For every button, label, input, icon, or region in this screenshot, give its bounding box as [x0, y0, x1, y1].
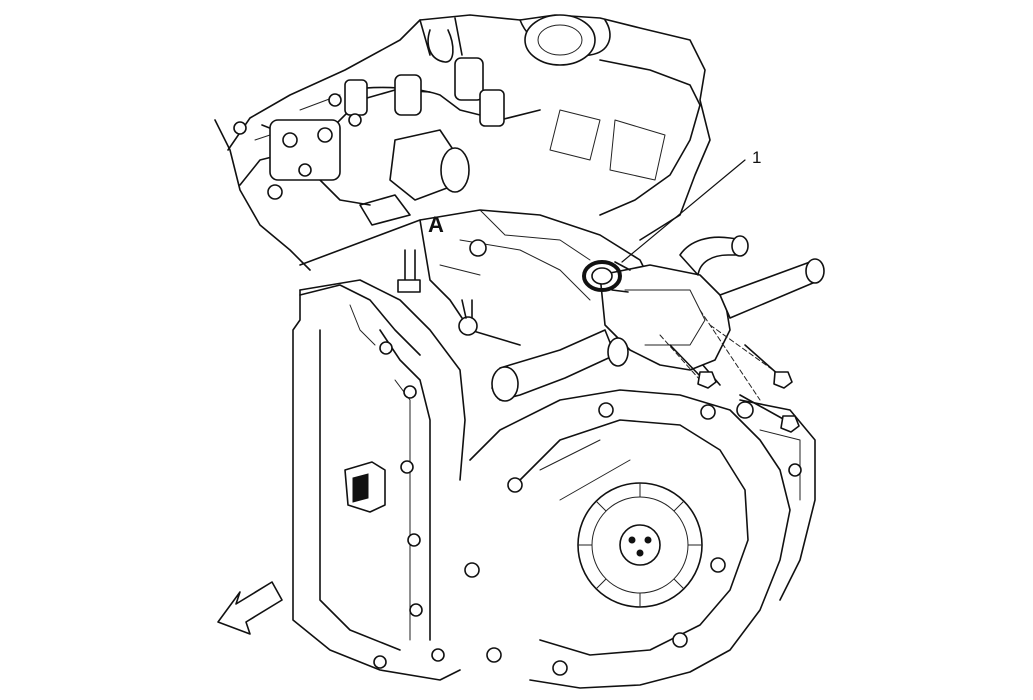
- front-cover: [299, 209, 721, 386]
- orientation-mark-a-label: A: [428, 212, 444, 237]
- engine-block-left: [214, 93, 371, 271]
- front-direction-arrow-icon: [217, 581, 283, 635]
- callout-1-label: 1: [752, 148, 761, 167]
- intake-manifold: [227, 14, 711, 241]
- side-cover-plate: [292, 279, 466, 681]
- housing-bolts: [659, 309, 800, 433]
- fuel-pump: [359, 129, 470, 226]
- orientation-mark-a: A: [428, 212, 444, 237]
- fuel-rail: [344, 17, 541, 127]
- thermostat-housing: [491, 235, 825, 402]
- water-pump-assembly: [464, 389, 791, 689]
- callout-1: 1: [621, 148, 761, 263]
- right-bracket: [736, 399, 816, 601]
